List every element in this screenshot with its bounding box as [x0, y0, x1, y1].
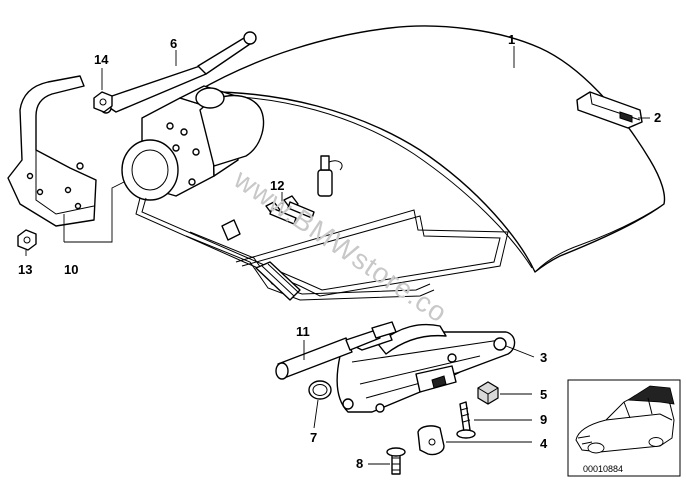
- roof-panel-part-1: [195, 25, 666, 273]
- hydraulic-unit: [121, 85, 265, 201]
- callout-13: 13: [18, 262, 32, 277]
- o-ring-part-7: [308, 380, 332, 400]
- leader-lines: [25, 46, 650, 465]
- callout-7: 7: [310, 430, 317, 445]
- watermark-text: www.BMWstore.co: [228, 163, 453, 329]
- vehicle-inset: 00010884: [567, 379, 681, 477]
- callout-4: 4: [540, 436, 548, 451]
- bolt-part-9: [456, 401, 476, 439]
- pressure-switch: [317, 155, 343, 197]
- callout-5: 5: [540, 387, 547, 402]
- bracket-part-10: [7, 75, 97, 227]
- hydraulic-cylinder-part-11: [275, 321, 397, 380]
- nut-part-13: [17, 229, 37, 251]
- clip-part-4: [417, 425, 445, 456]
- callout-12: 12: [270, 178, 284, 193]
- callout-10: 10: [64, 262, 78, 277]
- car-silhouette-icon: [575, 385, 675, 454]
- hydraulic-lines: [135, 197, 509, 301]
- bolt-part-8: [386, 447, 406, 475]
- nut-part-14: [93, 91, 113, 113]
- callout-1: 1: [508, 32, 515, 47]
- block-part-5: [477, 381, 499, 405]
- callout-14: 14: [94, 52, 109, 67]
- reference-number: 00010884: [583, 464, 623, 474]
- screws-part-12: [265, 195, 315, 225]
- trim-cap-part-2: [576, 91, 643, 129]
- callout-9: 9: [540, 412, 547, 427]
- callout-3: 3: [540, 350, 547, 365]
- callout-11: 11: [296, 324, 310, 339]
- callout-2: 2: [654, 110, 661, 125]
- callout-labels: 1 2 3 4 5 6 7 8 9 10 11 12 13 14: [18, 32, 661, 471]
- callout-6: 6: [170, 36, 177, 51]
- callout-8: 8: [356, 456, 363, 471]
